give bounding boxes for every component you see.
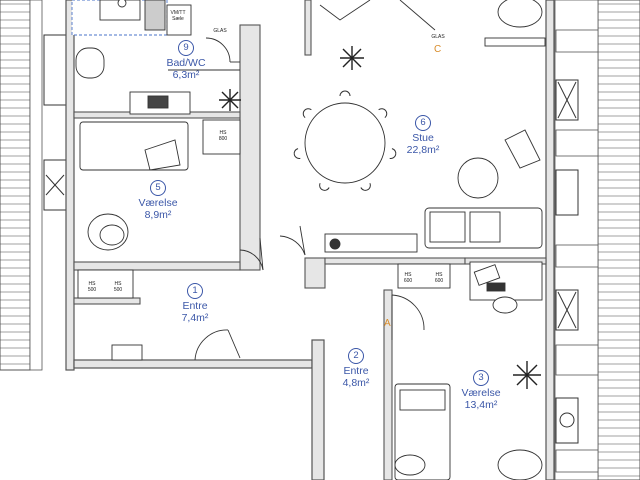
hs-line-1: HS — [114, 281, 122, 287]
bathroom-fixtures — [71, 0, 240, 115]
hs-800-label: HS 800 — [213, 130, 233, 142]
glas-small-label: GLAS — [213, 28, 227, 34]
dining-chair — [389, 148, 397, 159]
room-number-3: 3 — [473, 370, 489, 386]
room-name: Bad/WC — [166, 57, 206, 69]
hs-line-1: HS — [435, 272, 443, 278]
hs-600b-label: HS 600 — [429, 272, 449, 284]
door-letter-a: A — [384, 318, 391, 329]
hs-line-2: 600 — [403, 278, 413, 284]
hs-line-2: 500 — [87, 287, 97, 293]
room-label-entre-2: 2 Entre 4,8m² — [331, 348, 381, 389]
room-name: Værelse — [138, 197, 178, 209]
hs-500a-label: HS 500 — [82, 281, 102, 293]
exterior-walls — [65, 0, 555, 480]
room-label-entre-1: 1 Entre 7,4m² — [170, 283, 220, 324]
door-letter-c: C — [434, 44, 442, 55]
right-windows — [555, 79, 579, 444]
hs-line-2: 600 — [434, 278, 444, 284]
room5-fixtures — [79, 119, 241, 251]
dining-chair — [339, 90, 351, 97]
dining-chair — [302, 108, 312, 118]
dining-chair — [293, 148, 301, 159]
room3-furniture — [77, 261, 543, 480]
room-area: 13,4m² — [464, 399, 498, 411]
living-room-furniture — [304, 0, 546, 253]
hs-500b-label: HS 500 — [108, 281, 128, 293]
room-label-vaerelse-3: 3 Værelse 13,4m² — [455, 370, 507, 411]
room-name: Entre — [182, 300, 208, 312]
room-label-vaerelse-5: 5 Værelse 8,9m² — [133, 180, 183, 221]
room-area: 22,8m² — [406, 144, 440, 156]
room-number-6: 6 — [415, 115, 431, 131]
room-label-bad-wc: 9 Bad/WC 6,3m² — [160, 40, 212, 81]
room-number-2: 2 — [348, 348, 364, 364]
hs-600a-label: HS 600 — [398, 272, 418, 284]
hs-line-2: 500 — [113, 287, 123, 293]
doors — [194, 37, 425, 361]
vmtt-label: VM/TT Sæle — [165, 10, 191, 22]
hs-line-1: HS — [219, 130, 227, 136]
room-area: 4,8m² — [342, 377, 370, 389]
room-number-9: 9 — [178, 40, 194, 56]
hs-line-2: 800 — [218, 136, 228, 142]
hs-line-1: HS — [88, 281, 96, 287]
room-name: Værelse — [461, 387, 501, 399]
dining-chair — [378, 108, 388, 118]
room-area: 7,4m² — [181, 312, 209, 324]
room-number-5: 5 — [150, 180, 166, 196]
glas-label: GLAS — [431, 34, 445, 40]
room-area: 6,3m² — [172, 69, 200, 81]
hs-line-1: HS — [404, 272, 412, 278]
room-area: 8,9m² — [144, 209, 172, 221]
interior-walls — [73, 0, 547, 480]
room-label-stue: 6 Stue 22,8m² — [398, 115, 448, 156]
room-name: Stue — [412, 132, 434, 144]
vmtt-line-2: Sæle — [172, 16, 184, 22]
dining-chair — [319, 182, 330, 191]
left-balcony — [0, 0, 43, 371]
plant-icons — [219, 46, 541, 389]
left-windows — [43, 34, 67, 211]
room-number-1: 1 — [187, 283, 203, 299]
vmtt-line-1: VM/TT — [170, 10, 186, 16]
dining-chair — [360, 182, 371, 191]
room-name: Entre — [343, 365, 369, 377]
